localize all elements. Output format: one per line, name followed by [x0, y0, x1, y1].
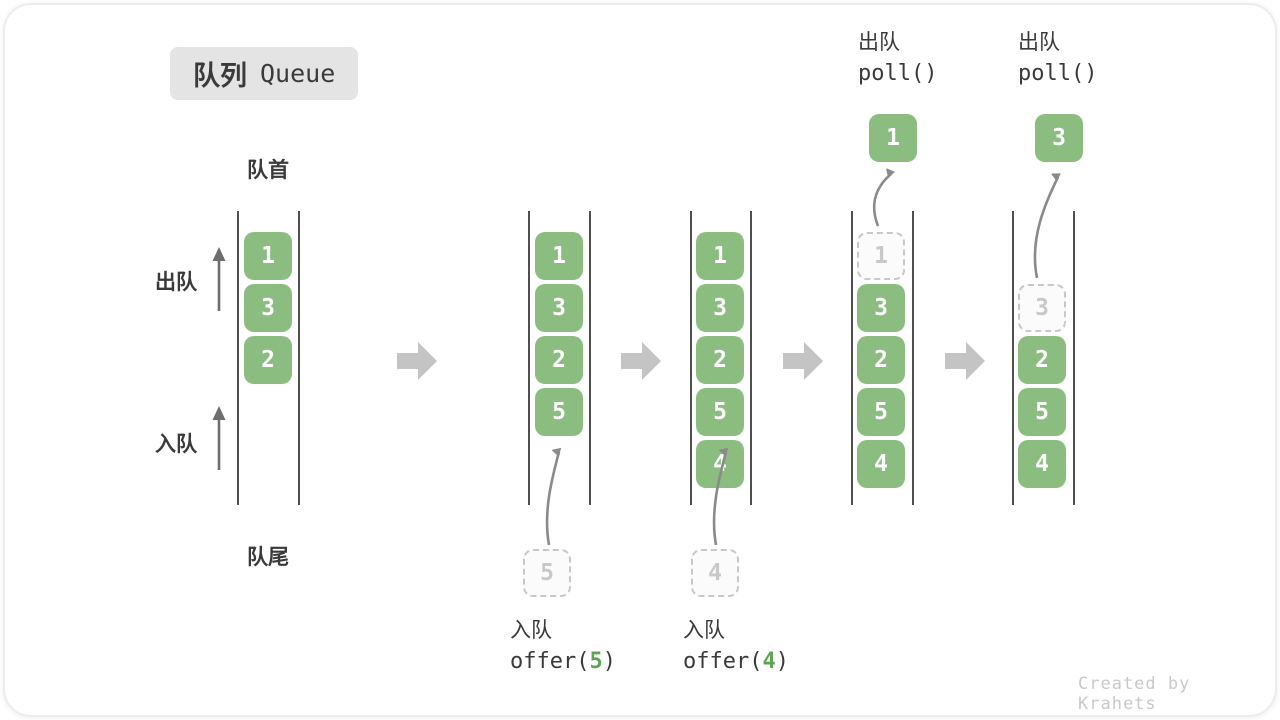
- op-action-label: 出队: [1018, 31, 1060, 54]
- op-code-arg: 4: [762, 649, 776, 674]
- title-en: Queue: [260, 59, 336, 88]
- op-code-close: ): [602, 649, 616, 674]
- op-action-label: 出队: [858, 31, 900, 54]
- queue1-left-wall: [237, 211, 239, 505]
- queue-cell: 2: [244, 336, 292, 384]
- queue-cell: 3: [244, 284, 292, 332]
- enqueue-op-caption: 入队 offer(5): [510, 616, 616, 678]
- dequeued-ghost-cell: 3: [1018, 284, 1066, 332]
- queue-cell: 5: [535, 388, 583, 436]
- op-code-fn: offer(: [683, 649, 763, 674]
- queue-cell: 2: [1018, 336, 1066, 384]
- dequeued-ghost-cell: 1: [857, 232, 905, 280]
- op-code-label: offer(4): [683, 646, 789, 678]
- queue-cell: 3: [696, 284, 744, 332]
- dequeue-op-caption: 出队 poll(): [1018, 28, 1097, 90]
- queue-cell: 4: [696, 440, 744, 488]
- flow-right-arrow-icon: [397, 342, 437, 380]
- dequeue-up-arrow-icon: [212, 247, 226, 311]
- op-code-label: poll(): [858, 61, 938, 86]
- queue-cell: 1: [244, 232, 292, 280]
- op-code-fn: offer(: [510, 649, 590, 674]
- queue2-right-wall: [589, 211, 591, 505]
- outgoing-cell: 1: [869, 114, 917, 162]
- queue-cell: 5: [1018, 388, 1066, 436]
- incoming-cell: 5: [523, 549, 571, 597]
- queue5-left-wall: [1012, 211, 1014, 505]
- queue-cell: 2: [535, 336, 583, 384]
- queue-cell: 5: [696, 388, 744, 436]
- queue-cell: 4: [857, 440, 905, 488]
- flow-right-arrow-icon: [783, 342, 823, 380]
- enqueue-op-caption: 入队 offer(4): [683, 616, 789, 678]
- credit-text: Created by Krahets: [1078, 674, 1191, 714]
- enqueue-up-arrow-icon: [212, 406, 226, 470]
- queue4-right-wall: [912, 211, 914, 505]
- op-code-arg: 5: [589, 649, 603, 674]
- op-code-label: poll(): [1018, 61, 1098, 86]
- dequeue-side-label: 出队: [155, 271, 197, 294]
- queue-cell: 3: [857, 284, 905, 332]
- incoming-cell: 4: [691, 549, 739, 597]
- queue-cell: 1: [535, 232, 583, 280]
- flow-right-arrow-icon: [621, 342, 661, 380]
- op-code-label: offer(5): [510, 646, 616, 678]
- dequeue-op-caption: 出队 poll(): [858, 28, 937, 90]
- enqueue-side-label: 入队: [155, 433, 197, 456]
- op-action-label: 入队: [683, 619, 725, 642]
- title-zh: 队列: [193, 61, 247, 91]
- flow-right-arrow-icon: [945, 342, 985, 380]
- queue4-left-wall: [851, 211, 853, 505]
- queue-front-label: 队首: [247, 159, 289, 182]
- queue-cell: 3: [535, 284, 583, 332]
- title-badge: 队列 Queue: [170, 47, 359, 100]
- queue-cell: 1: [696, 232, 744, 280]
- queue2-left-wall: [528, 211, 530, 505]
- queue3-left-wall: [690, 211, 692, 505]
- outgoing-cell: 3: [1035, 114, 1083, 162]
- op-code-close: ): [775, 649, 789, 674]
- queue1-right-wall: [298, 211, 300, 505]
- queue3-right-wall: [750, 211, 752, 505]
- op-action-label: 入队: [510, 619, 552, 642]
- queue-cell: 4: [1018, 440, 1066, 488]
- queue-rear-label: 队尾: [247, 546, 289, 569]
- queue-cell: 2: [696, 336, 744, 384]
- queue-cell: 2: [857, 336, 905, 384]
- queue-cell: 5: [857, 388, 905, 436]
- queue5-right-wall: [1073, 211, 1075, 505]
